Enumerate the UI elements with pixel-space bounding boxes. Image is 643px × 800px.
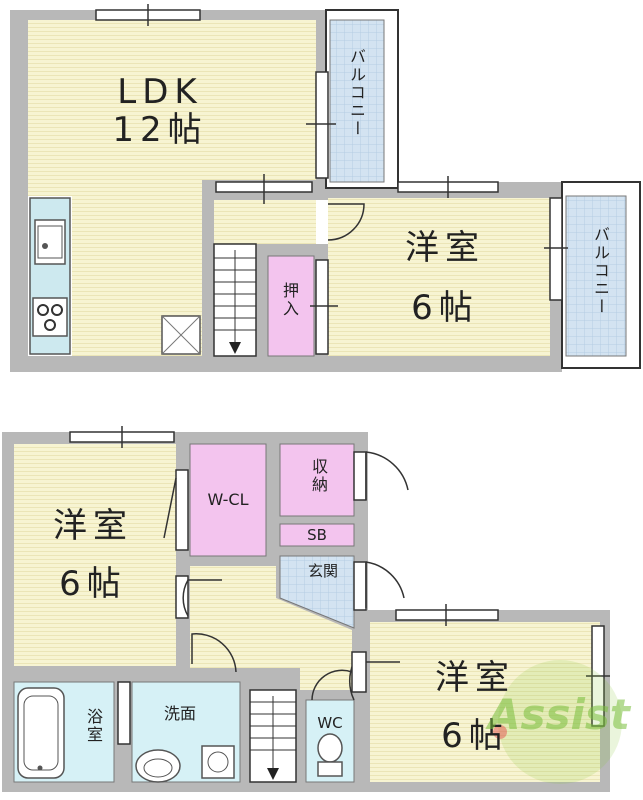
entrance-label: 玄関 xyxy=(307,562,338,580)
sink-basin xyxy=(37,225,63,259)
right-room-door-opening xyxy=(351,651,367,693)
entrance-door-swing[interactable] xyxy=(365,561,405,608)
ldk-size-label: 12帖 xyxy=(112,110,208,150)
logo-dot xyxy=(493,725,507,739)
stairs-down-arrow-icon xyxy=(229,342,241,354)
room-2f-right-size-label: 6帖 xyxy=(441,716,509,756)
sink-drain xyxy=(42,243,48,249)
ldk-label: LDK xyxy=(117,72,203,112)
floor-1 xyxy=(10,4,641,372)
window-2f-right-top xyxy=(395,609,499,621)
room-2f-right-label: 洋室 xyxy=(435,658,515,698)
washing-machine xyxy=(201,745,235,779)
window-1f-room-balcony xyxy=(549,197,563,301)
washroom-door-swing[interactable] xyxy=(191,633,237,673)
window-ldk-balcony xyxy=(315,71,329,179)
bathtub xyxy=(17,687,65,779)
balcony-top xyxy=(329,19,385,183)
room-1f-size-label: 6帖 xyxy=(411,288,479,328)
oshiire-closet xyxy=(267,255,315,357)
assist-logo: Assist xyxy=(488,690,630,739)
burner-3 xyxy=(44,319,56,331)
hallway-2f-floor xyxy=(190,566,352,690)
western-room-1f-floor xyxy=(328,198,550,356)
shoe-box xyxy=(279,523,355,547)
toilet xyxy=(317,733,343,763)
walk-in-closet xyxy=(189,443,267,557)
ldk-floor xyxy=(28,20,316,356)
hallway-floor xyxy=(214,200,326,244)
bath-door[interactable] xyxy=(117,681,131,745)
room-2f-left-label: 洋室 xyxy=(53,506,133,546)
balcony-right-label: バルコニー xyxy=(591,226,610,316)
oshiire-label: 押入 xyxy=(280,282,299,318)
room-2f-left-size-label: 6帖 xyxy=(59,564,127,604)
walk-in-closet-door[interactable] xyxy=(175,469,189,551)
floor-2 xyxy=(2,426,622,792)
wc-door-swing[interactable] xyxy=(311,669,353,701)
logo-circle xyxy=(498,660,622,784)
burner-2 xyxy=(51,304,63,316)
toilet-tank xyxy=(317,761,343,777)
room-1f-label: 洋室 xyxy=(405,228,485,268)
western-room-2f-left-floor xyxy=(14,444,176,666)
wcl-label: W-CL xyxy=(207,490,249,509)
sb-label: SB xyxy=(307,526,327,544)
sink xyxy=(34,219,66,265)
door-swing-1f[interactable] xyxy=(327,203,365,241)
western-room-2f-right-floor xyxy=(370,622,600,782)
entrance-genkan xyxy=(279,555,355,629)
storage-label: 収納 xyxy=(309,458,328,494)
stairs-down-arrow-icon-2f xyxy=(267,768,279,780)
balcony-top-label: バルコニー xyxy=(347,48,366,138)
storage-door-swing[interactable] xyxy=(365,451,409,500)
burner-1 xyxy=(37,304,49,316)
entrance-door-opening xyxy=(353,561,367,611)
balcony-right xyxy=(565,195,627,357)
sliding-door-closet xyxy=(315,259,329,355)
wc-label: WC xyxy=(317,714,343,732)
storage-door-opening xyxy=(353,451,367,501)
left-room-door-swing[interactable] xyxy=(182,579,222,617)
washroom-label: 洗面 xyxy=(163,704,196,723)
door-opening-1f xyxy=(316,200,328,244)
bath-label: 浴室 xyxy=(84,708,103,744)
